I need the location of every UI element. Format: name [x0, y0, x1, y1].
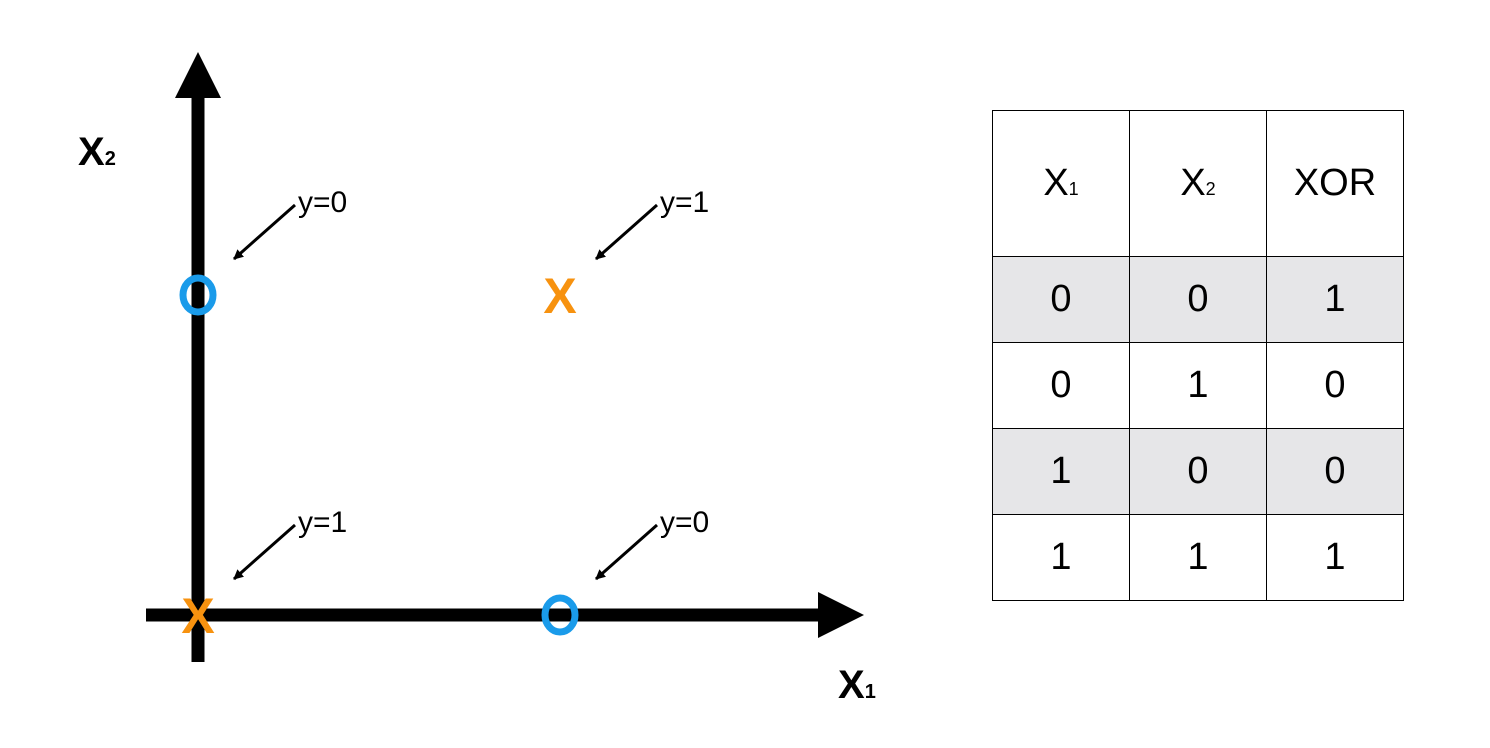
header-xor: XOR — [1266, 110, 1404, 257]
circle-marker-3 — [541, 594, 579, 636]
cell-x1: 1 — [992, 428, 1130, 515]
table-row: 1 1 1 — [992, 514, 1404, 601]
annotation-arrow-1 — [595, 203, 658, 261]
cell-x1: 0 — [992, 256, 1130, 343]
table-row: 0 0 1 — [992, 256, 1404, 343]
annotation-label-0: y=0 — [298, 186, 347, 219]
x-axis-title: X1 — [838, 663, 876, 707]
annotation-label-2: y=1 — [298, 506, 347, 539]
annotation-arrow-2 — [233, 523, 296, 581]
annotation-label-3: y=0 — [660, 506, 709, 539]
annotation-arrow-0 — [233, 203, 296, 261]
x-marker-1: X — [543, 268, 576, 324]
cell-xor: 1 — [1266, 256, 1404, 343]
cell-xor: 0 — [1266, 428, 1404, 515]
x-axis-arrowhead — [818, 592, 864, 638]
xor-truth-table: X1 X2 XOR 0 0 1 0 1 0 1 0 0 1 1 1 — [992, 110, 1404, 601]
x-marker-2: X — [181, 588, 214, 644]
cell-x1: 0 — [992, 342, 1130, 429]
cell-x2: 0 — [1129, 256, 1267, 343]
annotation-label-1: y=1 — [660, 186, 709, 219]
header-x2: X2 — [1129, 110, 1267, 257]
circle-marker-0 — [179, 274, 217, 316]
cell-xor: 1 — [1266, 514, 1404, 601]
cell-x2: 0 — [1129, 428, 1267, 515]
y-axis-arrowhead — [175, 52, 221, 98]
y-axis-title: X2 — [78, 130, 116, 174]
annotation-arrow-3 — [595, 523, 658, 581]
cell-xor: 0 — [1266, 342, 1404, 429]
cell-x2: 1 — [1129, 342, 1267, 429]
table-header-row: X1 X2 XOR — [992, 110, 1404, 257]
cell-x1: 1 — [992, 514, 1130, 601]
cell-x2: 1 — [1129, 514, 1267, 601]
header-x1: X1 — [992, 110, 1130, 257]
table-row: 0 1 0 — [992, 342, 1404, 429]
table-row: 1 0 0 — [992, 428, 1404, 515]
